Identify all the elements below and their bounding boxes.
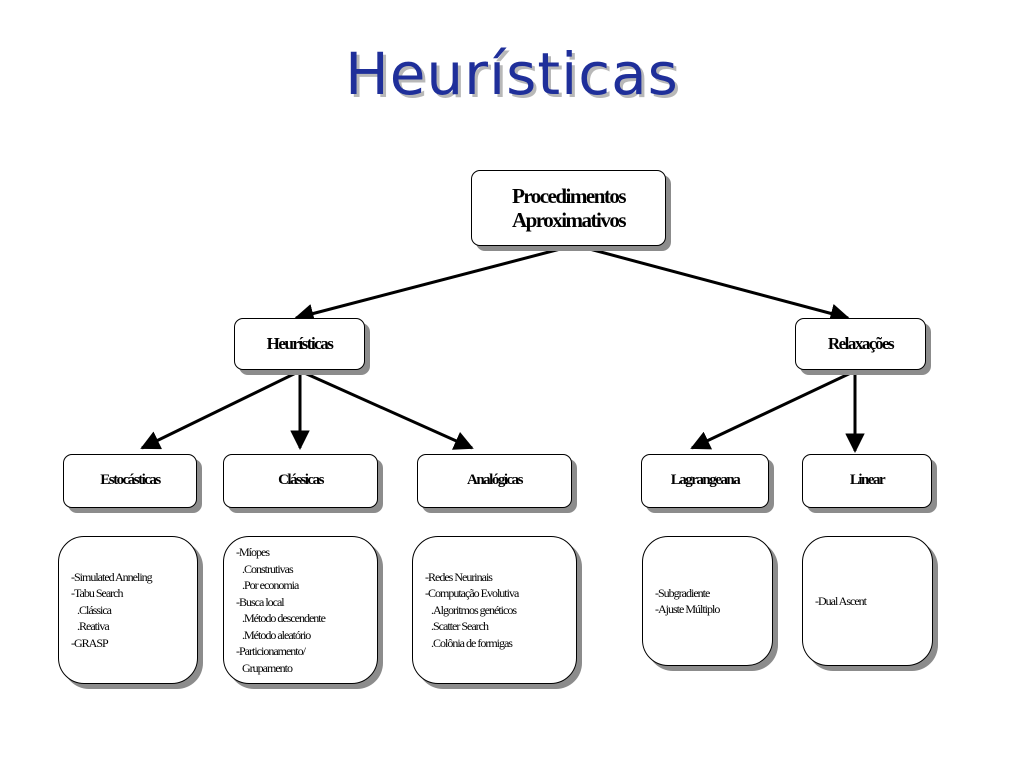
detail-item: -Computação Evolutiva <box>425 586 519 601</box>
classicas-details: -Míopes .Construtivas .Por economia -Bus… <box>223 536 378 684</box>
detail-item: -Subgradiente <box>655 585 710 600</box>
detail-item: -Redes Neurinais <box>425 569 493 584</box>
arrow-relaxacoes-to-lagrangeana <box>690 369 856 450</box>
arrow-heuristicas-to-estocasticas <box>140 369 301 450</box>
detail-item: .Reativa <box>71 619 110 634</box>
detail-item: -Dual Ascent <box>815 593 867 608</box>
page-title: Heurísticas <box>345 40 679 108</box>
detail-item: .Scatter Search <box>425 619 489 634</box>
detail-item: Grupamento <box>236 660 293 675</box>
root-node: Procedimentos Aproximativos <box>471 170 666 246</box>
root-line-1: Procedimentos <box>511 183 627 208</box>
arrow-heuristicas-to-analogicas <box>299 369 474 450</box>
detail-item: -Tabu Search <box>71 586 123 601</box>
detail-item: .Clássica <box>71 602 112 617</box>
detail-item: -Busca local <box>236 594 285 609</box>
analogicas-details: -Redes Neurinais -Computação Evolutiva .… <box>412 536 577 684</box>
linear-details: -Dual Ascent <box>802 536 933 666</box>
arrow-root-to-heuristicas <box>294 245 569 324</box>
heuristicas-node: Heurísticas <box>234 318 365 370</box>
detail-item: -GRASP <box>71 635 109 650</box>
detail-item: .Colônia de formigas <box>425 635 513 650</box>
lagrangeana-node: Lagrangeana <box>641 454 769 508</box>
lagrangeana-details: -Subgradiente -Ajuste Múltiplo <box>642 536 773 666</box>
root-line-2: Aproximativos <box>511 208 627 232</box>
arrow-root-to-relaxacoes <box>581 245 850 323</box>
relaxacoes-node: Relaxações <box>795 318 926 370</box>
detail-item: .Método aleatório <box>236 627 311 642</box>
detail-item: -Míopes <box>236 545 270 559</box>
detail-item: .Algoritmos genéticos <box>425 602 517 617</box>
detail-item: .Método descendente <box>236 611 326 625</box>
linear-node: Linear <box>802 454 932 508</box>
detail-item: .Por economia <box>236 578 299 592</box>
estocasticas-details: -Simulated Anneling -Tabu Search .Clássi… <box>58 536 198 684</box>
detail-item: -Ajuste Múltiplo <box>655 602 720 616</box>
estocasticas-node: Estocásticas <box>63 454 197 508</box>
detail-item: .Construtivas <box>236 561 294 576</box>
detail-item: -Particionamento/ <box>236 644 306 658</box>
analogicas-node: Analógicas <box>417 454 572 508</box>
classicas-node: Clássicas <box>223 454 378 508</box>
detail-item: -Simulated Anneling <box>71 569 153 584</box>
